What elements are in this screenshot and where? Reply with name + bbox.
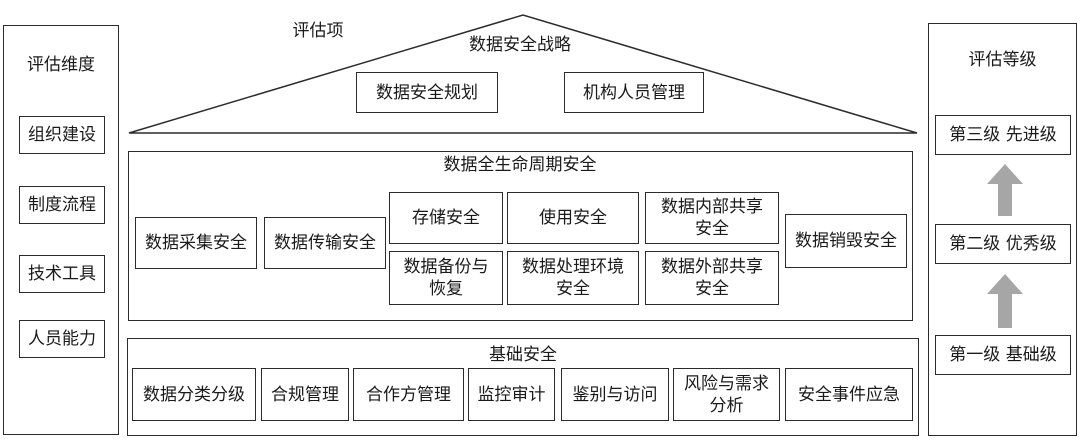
external-share-security-box: 数据外部共享 安全	[645, 251, 779, 305]
lifecycle-title: 数据全生命周期安全	[443, 155, 597, 175]
risk-requirement-box: 风险与需求 分析	[673, 368, 780, 421]
partner-management-box: 合作方管理	[353, 368, 464, 421]
internal-share-security-box: 数据内部共享 安全	[645, 192, 779, 244]
dimension-item-tools: 技术工具	[19, 255, 105, 293]
level-2-box: 第二级 优秀级	[935, 224, 1071, 264]
level-3-box: 第三级 先进级	[935, 115, 1071, 155]
backup-recovery-box: 数据备份与 恢复	[389, 251, 503, 305]
security-planning-box: 数据安全规划	[356, 72, 498, 113]
level-1-box: 第一级 基础级	[935, 335, 1071, 375]
up-arrow-icon	[987, 164, 1023, 216]
foundation-title: 基础安全	[489, 345, 557, 365]
dimension-item-organization: 组织建设	[19, 116, 105, 154]
destroy-security-box: 数据销毁安全	[785, 214, 907, 268]
incident-response-box: 安全事件应急	[785, 368, 913, 421]
assessment-item-label: 评估项	[292, 21, 344, 41]
auth-access-box: 鉴别与访问	[561, 368, 669, 421]
processing-env-security-box: 数据处理环境 安全	[507, 251, 639, 305]
dimension-panel	[3, 25, 119, 435]
strategy-title: 数据安全战略	[469, 35, 571, 55]
dimension-title: 评估维度	[27, 55, 95, 75]
monitoring-audit-box: 监控审计	[468, 368, 555, 421]
level-title: 评估等级	[968, 50, 1037, 70]
dimension-item-people: 人员能力	[19, 320, 105, 358]
transmit-security-box: 数据传输安全	[264, 217, 386, 269]
usage-security-box: 使用安全	[507, 192, 639, 244]
org-personnel-box: 机构人员管理	[564, 72, 704, 113]
collect-security-box: 数据采集安全	[135, 217, 257, 269]
dimension-item-process: 制度流程	[19, 186, 105, 224]
classification-box: 数据分类分级	[132, 368, 256, 421]
compliance-box: 合规管理	[261, 368, 349, 421]
storage-security-box: 存储安全	[389, 192, 503, 244]
up-arrow-icon	[987, 274, 1023, 328]
